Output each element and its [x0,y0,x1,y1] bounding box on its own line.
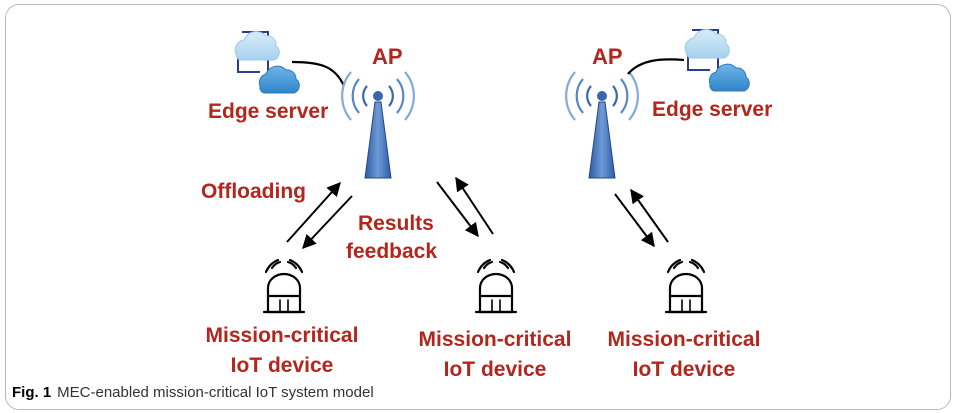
edge-server-cloud-icon-right [684,28,751,92]
device-label-1-line2: IoT device [231,354,334,377]
device-label-3-line1: Mission-critical [608,328,761,351]
device-label-2-line2: IoT device [444,358,547,381]
device-label-2-line1: Mission-critical [419,328,572,351]
server-ap-link-left [291,60,346,87]
ap-label-right: AP [592,44,623,69]
server-ap-link-right [627,58,685,75]
ap-tower-icon-right [565,70,639,180]
arrow-pair-right [614,188,669,248]
ap-tower-icon-left [341,70,415,180]
arrow-pair-offloading [286,181,353,250]
offloading-label: Offloading [201,180,306,203]
edge-server-cloud-icon-left [234,30,301,94]
figure-number: Fig. 1 [12,384,52,401]
iot-device-icon-2 [474,258,518,314]
arrow-pair-results-feedback [436,176,494,238]
figure-caption: Fig. 1 MEC-enabled mission-critical IoT s… [12,384,374,401]
device-label-3-line2: IoT device [633,358,736,381]
caption-text: MEC-enabled mission-critical IoT system … [57,384,374,401]
feedback-label: feedback [346,240,437,263]
ap-label-left: AP [372,44,403,69]
edge-server-label-right: Edge server [652,98,772,121]
edge-server-label-left: Edge server [208,100,328,123]
device-label-1-line1: Mission-critical [206,324,359,347]
iot-device-icon-3 [664,258,708,314]
results-label: Results [358,212,434,235]
figure-frame [5,4,951,410]
iot-device-icon-1 [262,258,306,314]
